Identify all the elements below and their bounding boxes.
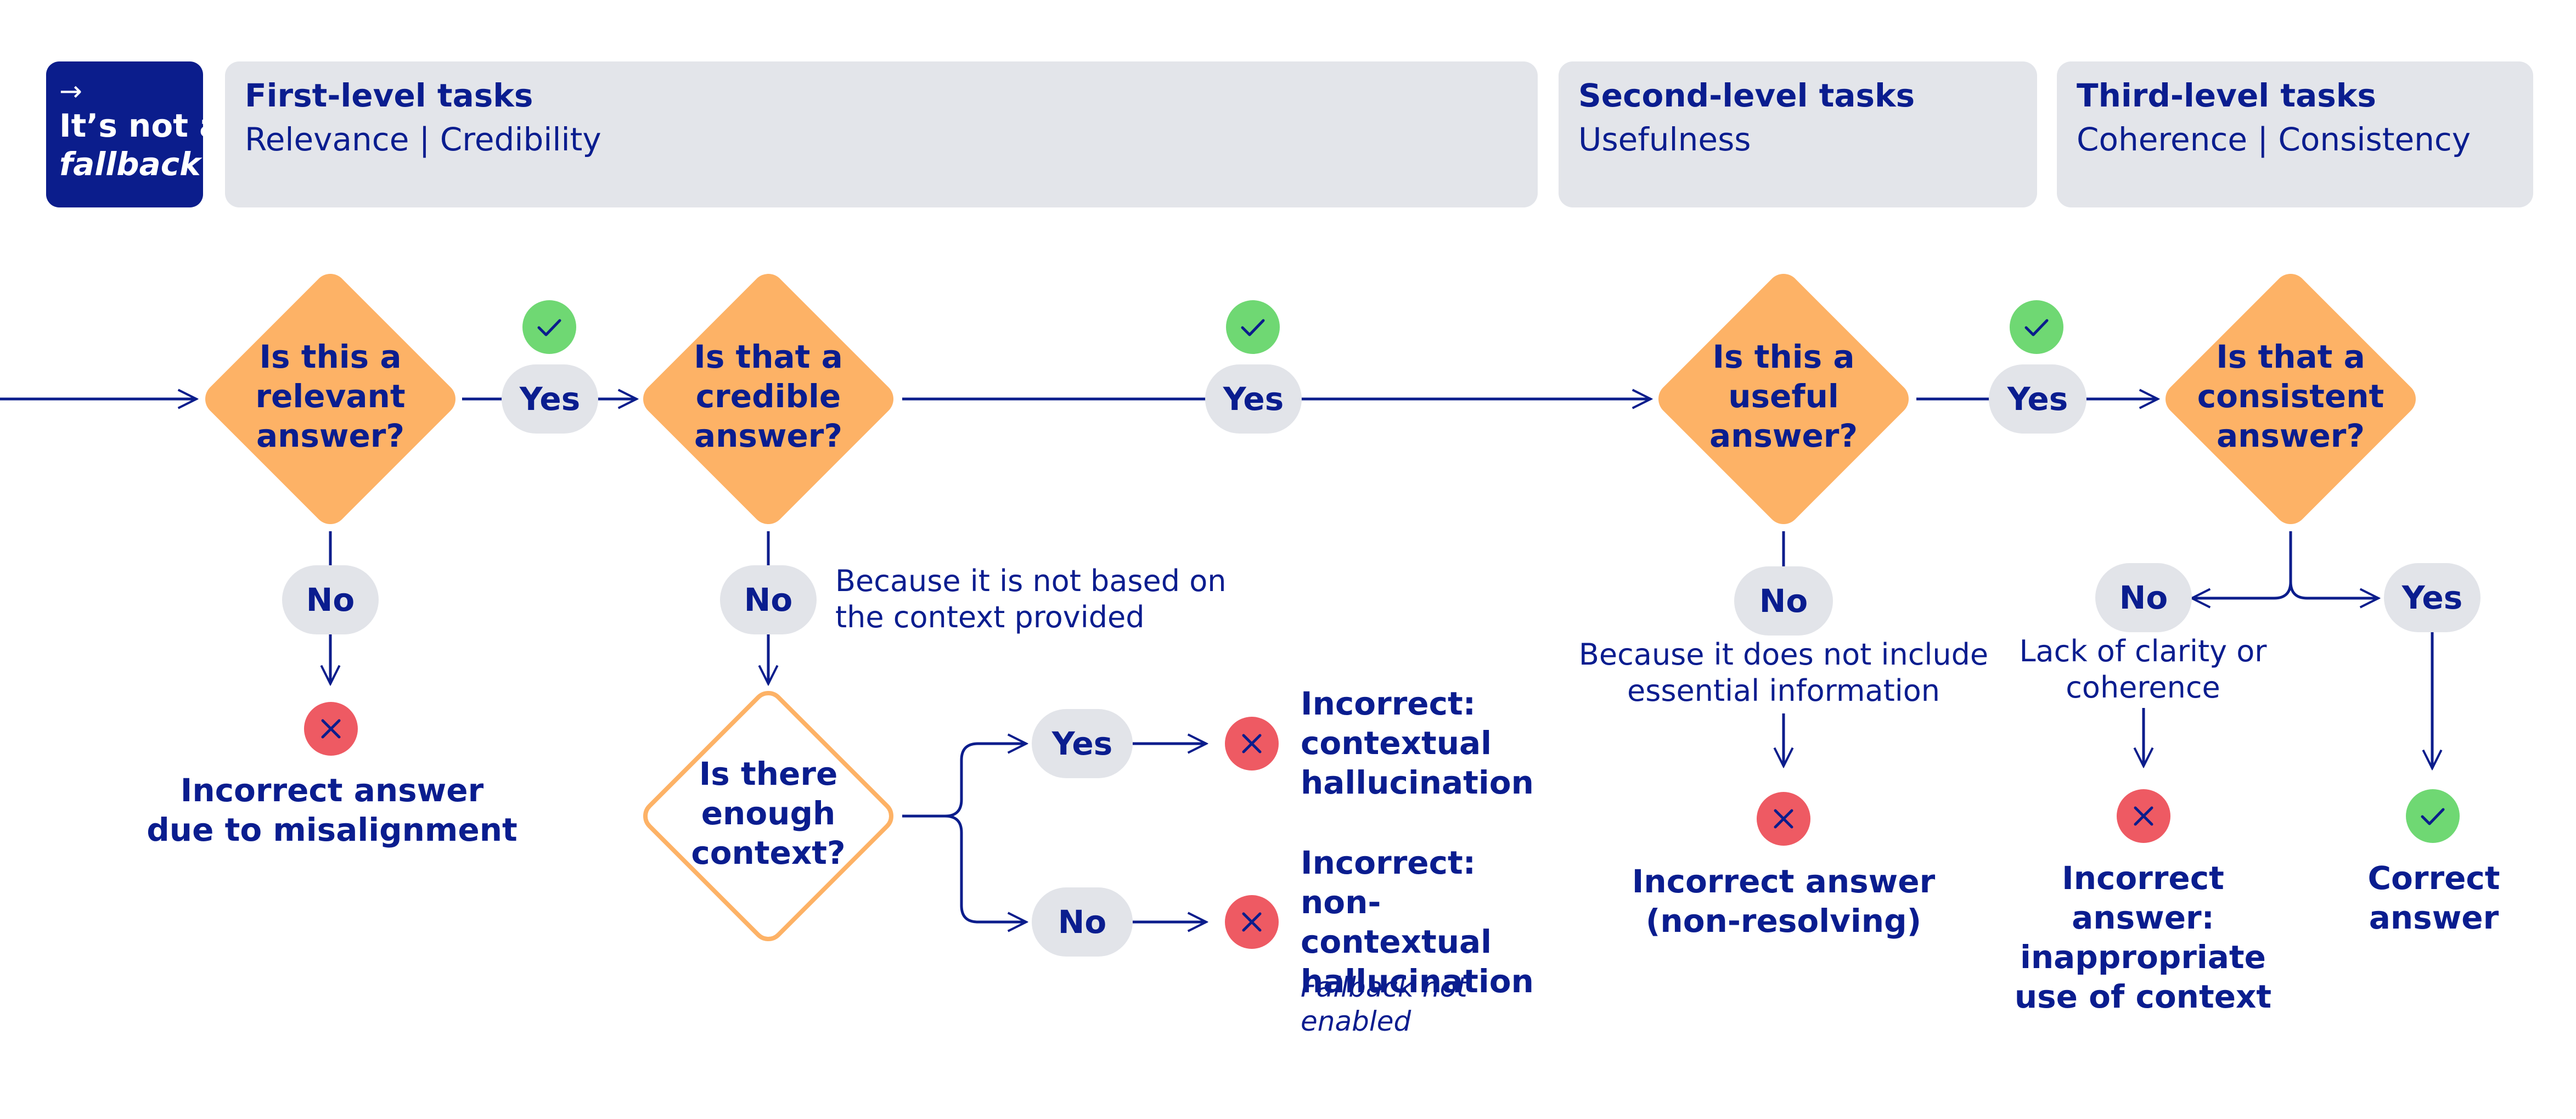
outcome-contextual-hallucination: Incorrect: contextual hallucination [1301,685,1534,801]
band-title: Second-level tasks [1578,77,1915,114]
context-question: Is there enough context? [691,755,846,871]
tag-line-2: fallback [59,145,201,183]
useful-yes-pill: Yes [1989,364,2086,434]
relevant-question: Is this a relevant answer? [255,338,406,454]
consistent-question: Is that a consistent answer? [2197,338,2384,454]
outcome-non-contextual-hallucination: Incorrect: non-contextual hallucination [1301,844,1534,1000]
second-level-band: Second-level tasks Usefulness [1559,61,2037,207]
consistent-yes-pill: Yes [2384,563,2481,632]
tag-line-1: It’s not a [59,107,221,144]
consistent-no-pill: No [2095,563,2192,632]
band-subtitle: Relevance | Credibility [245,121,601,158]
cross-icon [1757,792,1810,846]
check-icon [522,300,576,354]
not-based-note: Because it is not based on the context p… [835,564,1227,634]
useful-question: Is this a useful answer? [1709,338,1858,454]
not-essential-note: Because it does not include essential in… [1578,637,1989,708]
lack-clarity-note: Lack of clarity or coherence [2019,634,2267,705]
outcome-inappropriate-context: Incorrect answer: inappropriate use of c… [2014,859,2272,1015]
outcome-non-resolving: Incorrect answer (non-resolving) [1632,863,1936,940]
band-subtitle: Usefulness [1578,121,1751,158]
band-title: Third-level tasks [2077,77,2376,114]
cross-icon [2117,789,2170,843]
context-no-pill: No [1032,887,1133,957]
check-icon [1226,300,1280,354]
relevant-yes-pill: Yes [502,364,598,434]
cross-icon [304,702,358,756]
credible-question: Is that a credible answer? [694,338,843,454]
first-level-band: First-level tasks Relevance | Credibilit… [225,61,1538,207]
credible-yes-pill: Yes [1205,364,1302,434]
band-subtitle: Coherence | Consistency [2077,121,2471,158]
fallback-not-enabled-note: Fallback not enabled [1301,971,1467,1037]
useful-no-pill: No [1734,566,1833,636]
cross-icon [1225,895,1279,949]
arrow-right-icon: → [59,75,82,107]
cross-icon [1225,717,1279,771]
context-yes-pill: Yes [1032,709,1133,778]
third-level-band: Third-level tasks Coherence | Consistenc… [2057,61,2533,207]
outcome-correct-answer: Correct answer [2367,859,2500,936]
outcome-misalignment: Incorrect answer due to misalignment [147,772,518,848]
band-title: First-level tasks [245,77,533,114]
relevant-no-pill: No [282,565,379,634]
check-icon [2010,300,2063,354]
check-icon [2406,789,2460,843]
credible-no-pill: No [720,565,817,634]
not-fallback-tag: → It’s not a fallback [46,61,221,207]
